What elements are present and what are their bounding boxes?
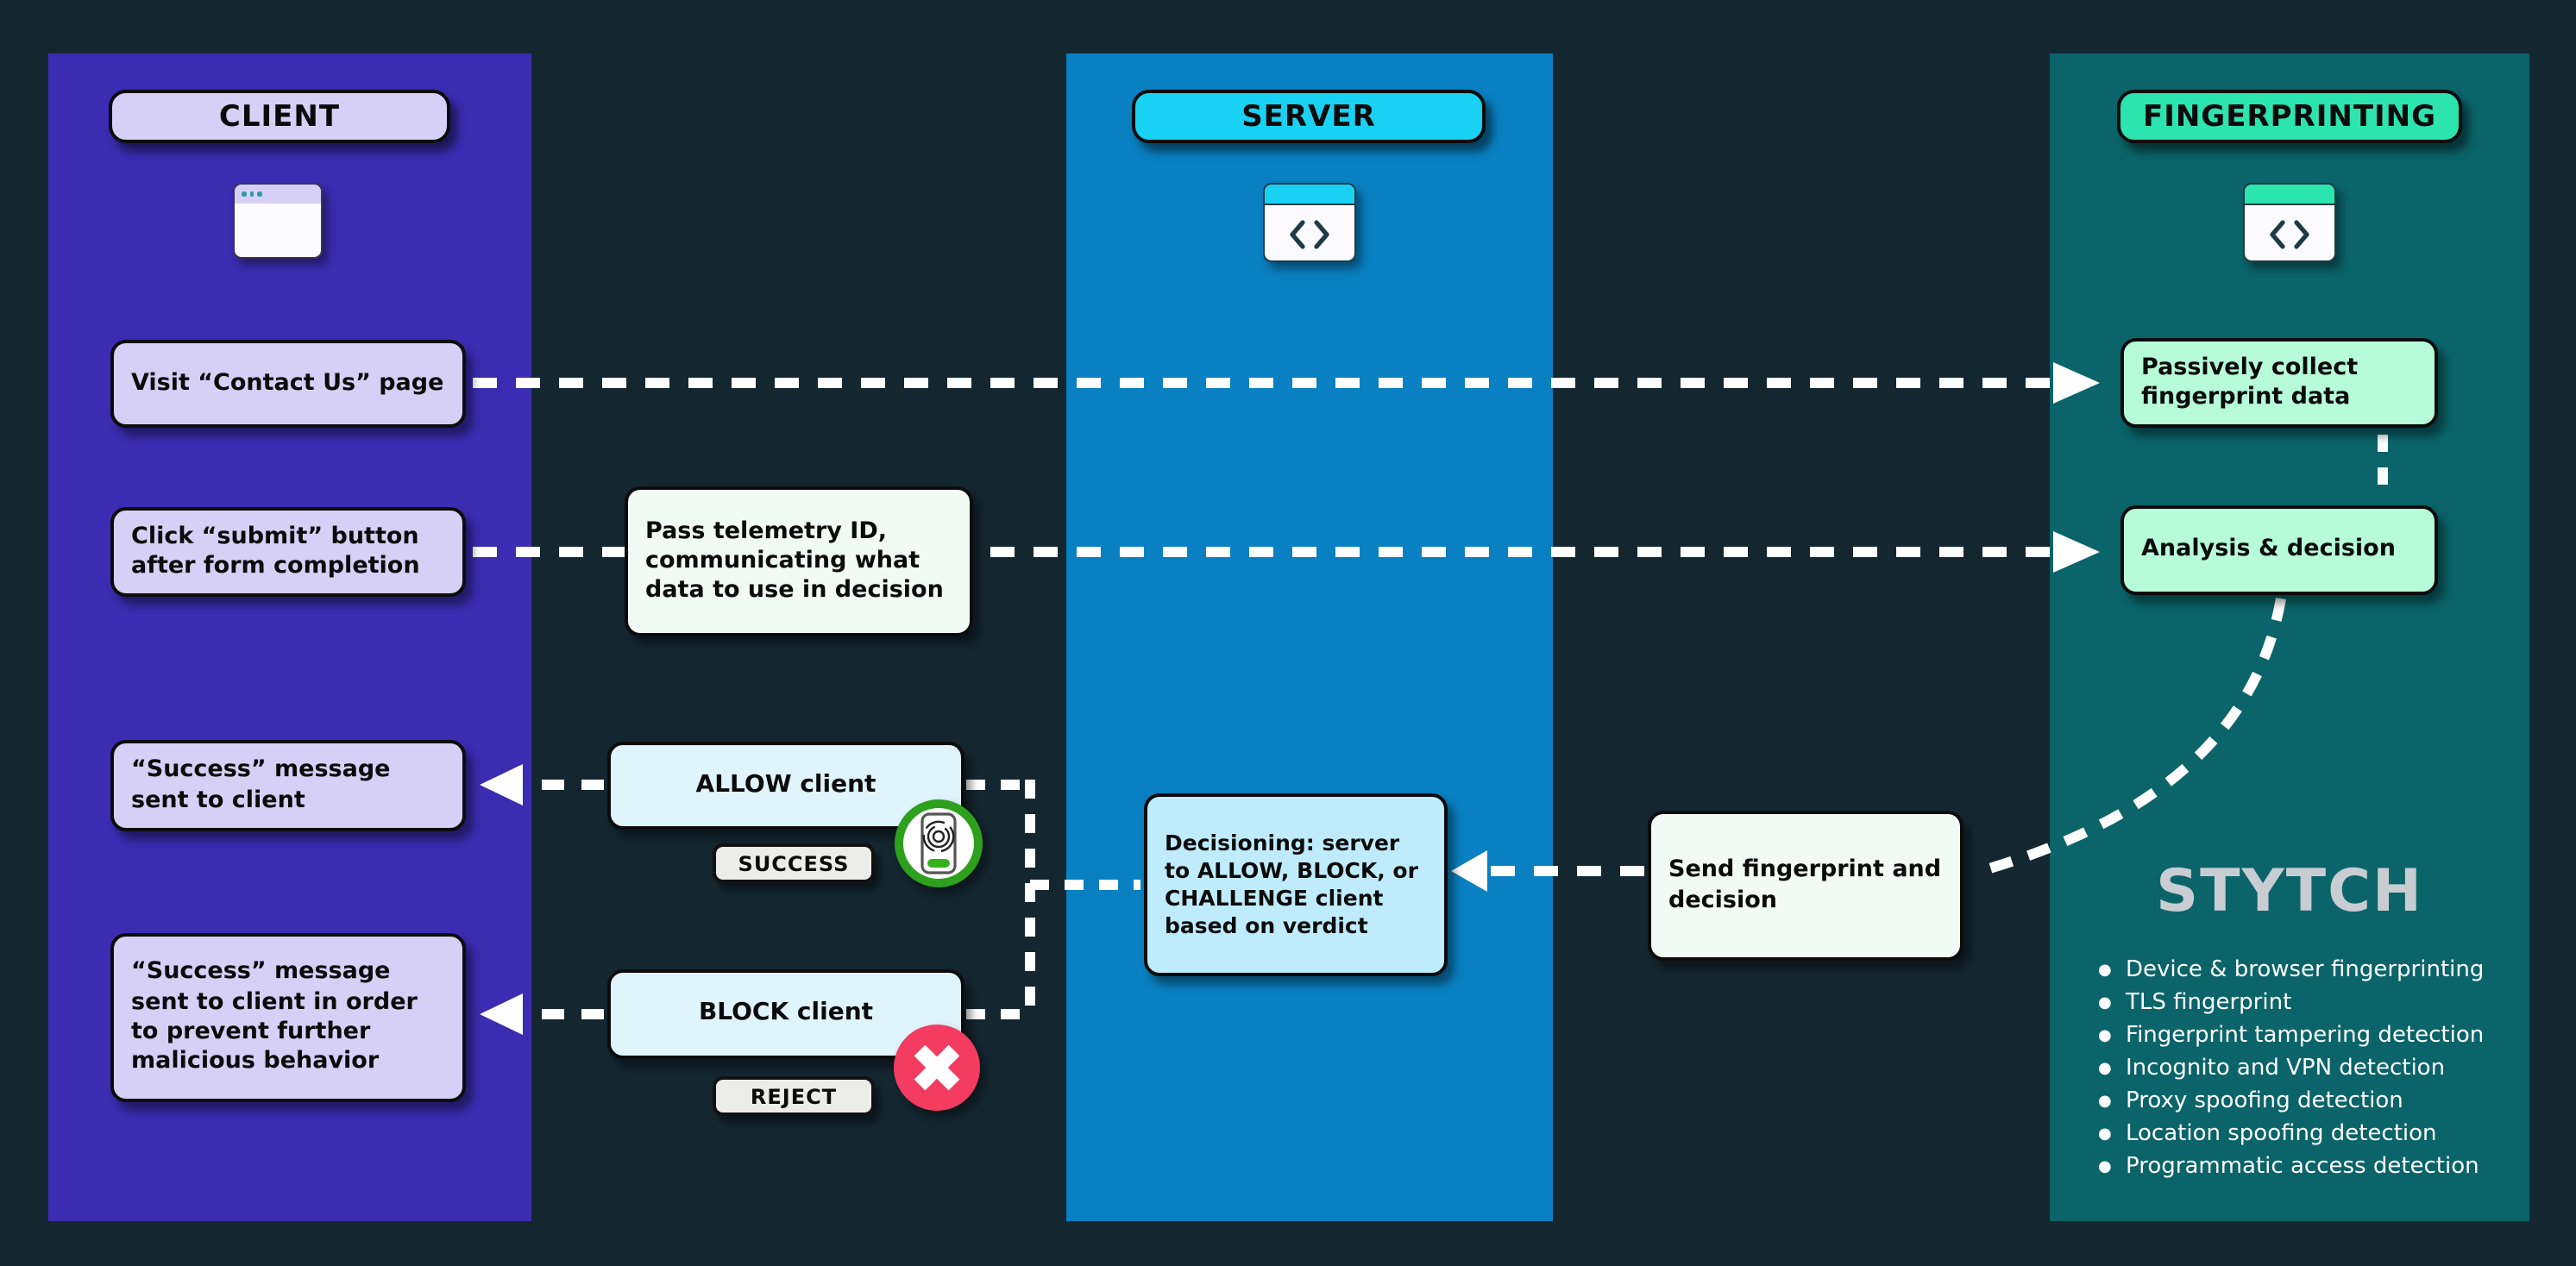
send-fingerprint-box: Send fingerprint and decision xyxy=(1648,811,1963,961)
success-badge: SUCCESS xyxy=(713,843,875,883)
fingerprinting-code-icon xyxy=(2243,183,2336,262)
allow-client-box: ALLOW client xyxy=(607,742,964,830)
decisioning-box: Decisioning: server to ALLOW, BLOCK, or … xyxy=(1144,793,1448,976)
block-x-icon xyxy=(892,1023,982,1119)
feature-item: Programmatic access detection xyxy=(2098,1150,2550,1185)
browser-window-icon xyxy=(233,183,323,259)
feature-item: Location spoofing detection xyxy=(2098,1118,2550,1152)
block-client-box: BLOCK client xyxy=(607,969,964,1059)
server-header: SERVER xyxy=(1132,90,1486,143)
submit-click-box: Click “submit” button after form complet… xyxy=(110,507,466,597)
features-list: Device & browser fingerprinting TLS fing… xyxy=(2098,954,2550,1185)
feature-item: Device & browser fingerprinting xyxy=(2098,954,2550,988)
visit-contact-box: Visit “Contact Us” page xyxy=(110,340,466,428)
stytch-logo: STYTCH xyxy=(2156,857,2423,926)
collect-fingerprint-box: Passively collect fingerprint data xyxy=(2120,338,2438,428)
telemetry-box: Pass telemetry ID, communicating what da… xyxy=(625,486,973,636)
feature-item: TLS fingerprint xyxy=(2098,987,2550,1021)
success-block-message-box: “Success” message sent to client in orde… xyxy=(110,933,466,1102)
feature-item: Proxy spoofing detection xyxy=(2098,1085,2550,1119)
reject-badge: REJECT xyxy=(713,1076,875,1116)
client-header: CLIENT xyxy=(109,90,450,143)
success-message-box: “Success” message sent to client xyxy=(110,740,466,831)
feature-item: Fingerprint tampering detection xyxy=(2098,1019,2550,1054)
fingerprinting-header: FINGERPRINTING xyxy=(2117,90,2462,143)
feature-item: Incognito and VPN detection xyxy=(2098,1052,2550,1087)
fingerprint-success-icon xyxy=(894,799,983,895)
analysis-decision-box: Analysis & decision xyxy=(2120,505,2438,595)
server-code-icon xyxy=(1263,183,1356,262)
